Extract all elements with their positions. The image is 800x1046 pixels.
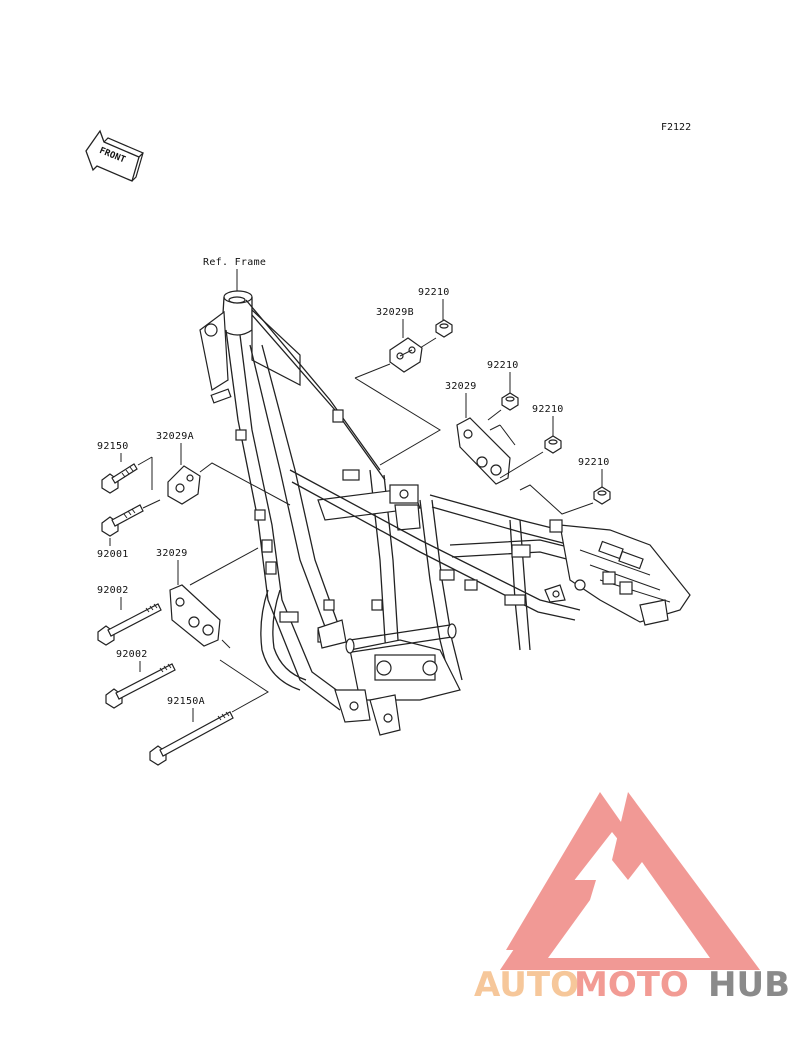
callout-32029A: 32029A [156, 431, 194, 442]
bolt-92150A-icon [149, 711, 234, 766]
callout-92150A: 92150A [167, 696, 205, 707]
callout-32029B: 32029B [376, 307, 414, 318]
callout-92002-b: 92002 [116, 649, 148, 660]
collar-92210-a-icon [435, 319, 453, 338]
watermark-text: AUTO MOTO HUB [474, 965, 790, 1005]
bolt-92002-b-icon [105, 663, 176, 709]
bracket-32029-lower-icon [169, 584, 221, 647]
collar-92210-c-icon [544, 435, 562, 454]
motorcycle-frame [199, 290, 691, 736]
svg-text:HUB: HUB [708, 965, 790, 1005]
callout-92002-a: 92002 [97, 585, 129, 596]
bolt-92002-a-icon [97, 603, 162, 646]
callout-32029-upper: 32029 [445, 381, 477, 392]
bolt-92150-icon [101, 463, 138, 494]
bracket-32029-upper-icon [456, 417, 511, 485]
bracket-32029B-icon [389, 337, 423, 373]
callout-92001: 92001 [97, 549, 129, 560]
bracket-32029A-icon [167, 465, 201, 505]
ref-frame-label: Ref. Frame [203, 257, 266, 268]
watermark-logo-icon [500, 792, 760, 970]
front-arrow-icon: FRONT [85, 129, 145, 182]
figure-id: F2122 [661, 122, 691, 133]
svg-text:AUTO: AUTO [474, 965, 579, 1005]
callout-92210-b: 92210 [487, 360, 519, 371]
callout-92210-a: 92210 [418, 287, 450, 298]
callout-32029-lower: 32029 [156, 548, 188, 559]
callout-92210-c: 92210 [532, 404, 564, 415]
bolt-92001-icon [101, 504, 144, 537]
callout-92150: 92150 [97, 441, 129, 452]
collar-92210-b-icon [501, 392, 519, 411]
svg-text:MOTO: MOTO [574, 965, 689, 1005]
callout-92210-d: 92210 [578, 457, 610, 468]
collar-92210-d-icon [593, 486, 611, 505]
